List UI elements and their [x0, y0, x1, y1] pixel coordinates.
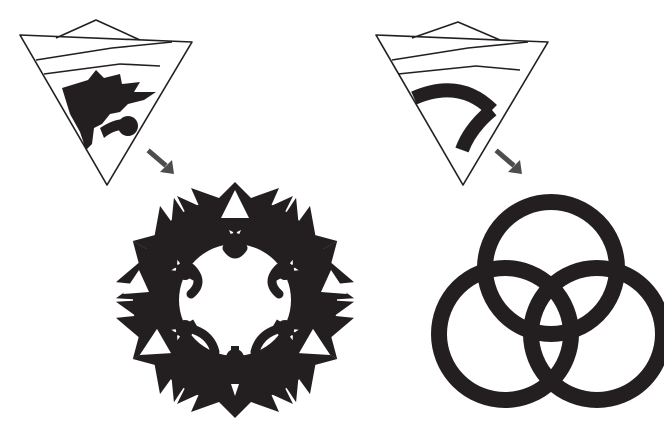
left-panel — [20, 20, 366, 418]
down-right-arrow-icon — [498, 152, 522, 174]
three-interlocking-rings-icon — [439, 202, 663, 400]
down-right-arrow-icon — [150, 152, 174, 174]
folded-triangle-paper-icon — [376, 22, 548, 185]
right-panel — [376, 22, 663, 400]
radial-feather-snowflake-icon — [104, 182, 366, 418]
